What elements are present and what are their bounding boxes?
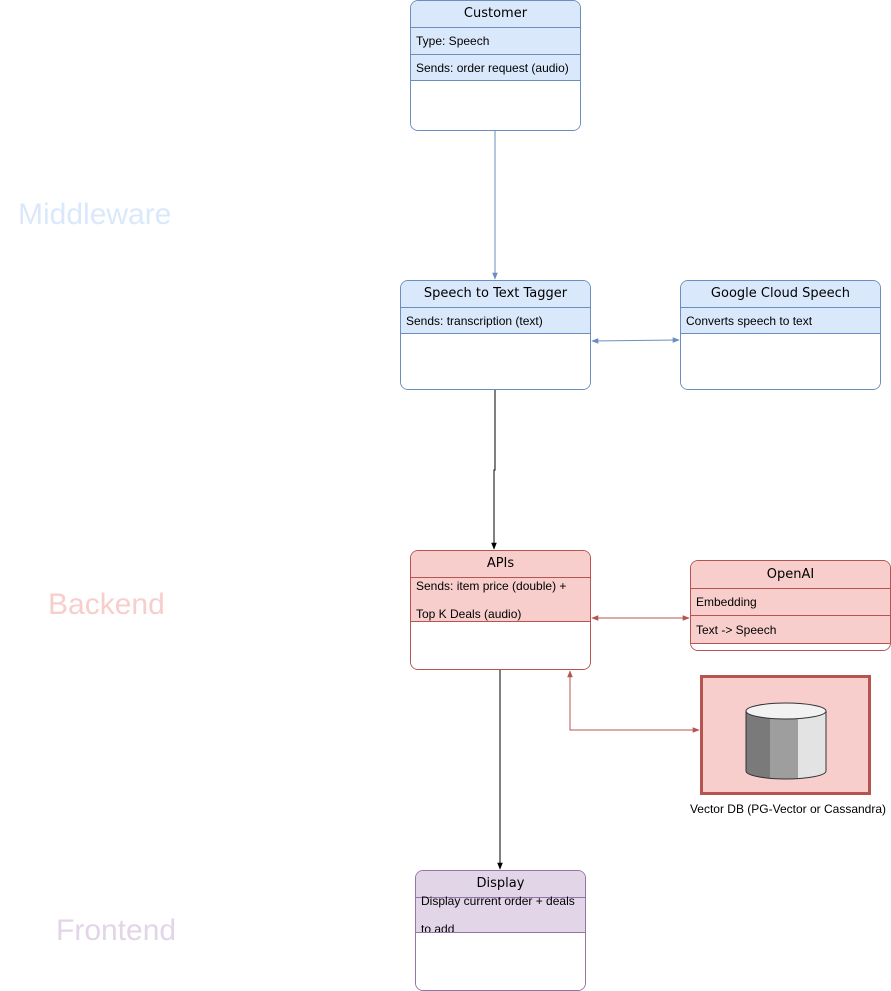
lane-label-backend: Backend	[48, 588, 165, 621]
speech-tagger-node[interactable]: Speech to Text Tagger Sends: transcripti…	[400, 280, 591, 390]
apis-body	[411, 621, 590, 669]
lane-label-middleware: Middleware	[18, 198, 172, 231]
apis-title: APIs	[411, 551, 590, 577]
google-speech-row: Converts speech to text	[681, 307, 880, 333]
vector-db-label: Vector DB (PG-Vector or Cassandra)	[689, 802, 887, 816]
display-body	[416, 932, 585, 990]
cylinder-database-icon	[745, 702, 827, 780]
edge-tagger-to-apis[interactable]	[491, 390, 497, 550]
openai-title: OpenAI	[691, 561, 890, 588]
display-title: Display	[416, 871, 585, 897]
google-speech-title: Google Cloud Speech	[681, 281, 880, 307]
customer-row: Type: Speech	[411, 27, 580, 54]
edge-tagger-google-bidirectional[interactable]	[591, 337, 680, 344]
openai-row: Embedding	[691, 588, 890, 615]
customer-title: Customer	[411, 1, 580, 27]
apis-row: Sends: item price (double) +Top K Deals …	[411, 577, 590, 621]
speech-tagger-body	[401, 333, 590, 389]
edge-apis-vectordb-bidirectional[interactable]	[567, 670, 700, 733]
customer-row: Sends: order request (audio)	[411, 54, 580, 80]
google-speech-node[interactable]: Google Cloud Speech Converts speech to t…	[680, 280, 881, 390]
speech-tagger-row: Sends: transcription (text)	[401, 307, 590, 333]
google-speech-body	[681, 333, 880, 389]
openai-body	[691, 643, 890, 650]
apis-node[interactable]: APIs Sends: item price (double) +Top K D…	[410, 550, 591, 670]
openai-row: Text -> Speech	[691, 615, 890, 643]
lane-label-frontend: Frontend	[56, 914, 177, 947]
vector-db-node[interactable]	[700, 675, 871, 795]
customer-node[interactable]: Customer Type: Speech Sends: order reque…	[410, 0, 581, 131]
customer-body	[411, 80, 580, 130]
speech-tagger-title: Speech to Text Tagger	[401, 281, 590, 307]
openai-node[interactable]: OpenAI Embedding Text -> Speech	[690, 560, 891, 651]
